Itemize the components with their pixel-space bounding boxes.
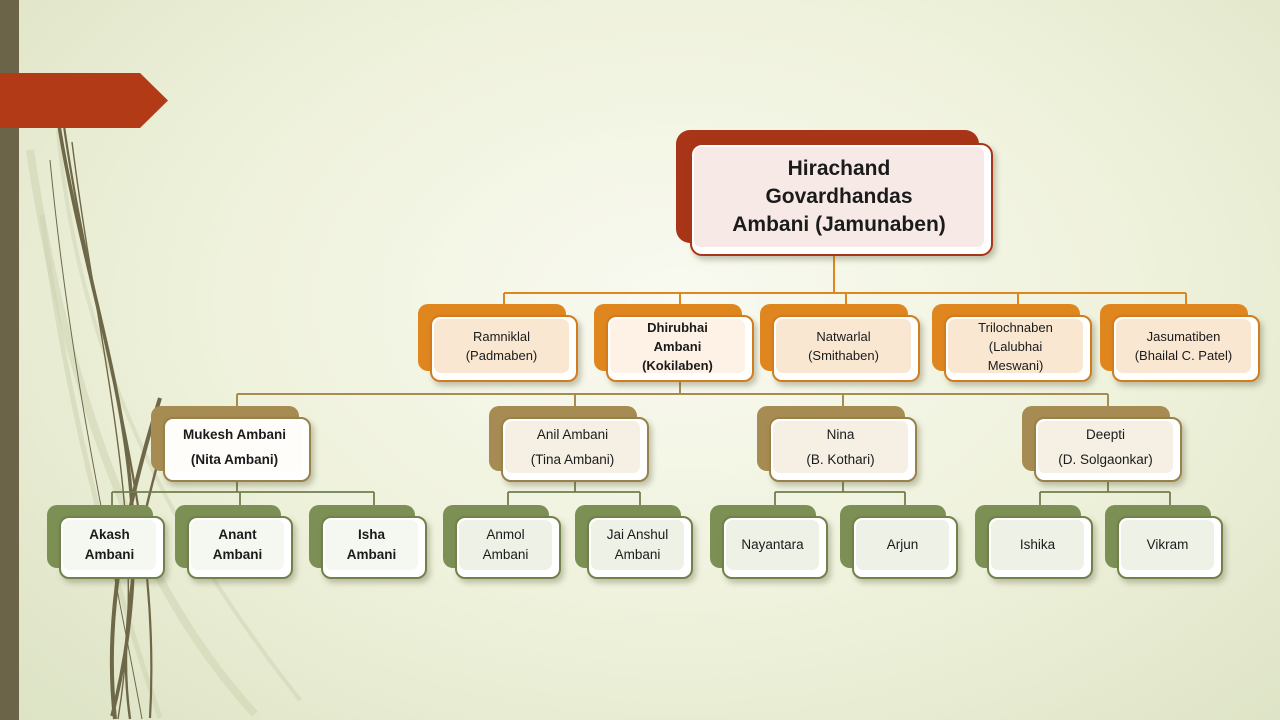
- org-node-deepti[interactable]: Deepti (D. Solgaonkar): [1022, 406, 1182, 482]
- connector-anil-children: [507, 482, 641, 506]
- node-label: Mukesh Ambani (Nita Ambani): [182, 427, 287, 467]
- org-node-akash[interactable]: Akash Ambani: [47, 505, 165, 579]
- org-node-hirachand[interactable]: Hirachand Govardhandas Ambani (Jamunaben…: [676, 130, 993, 256]
- org-node-natwarlal[interactable]: Natwarlal (Smithaben): [760, 304, 920, 382]
- org-node-nayantara[interactable]: Nayantara: [710, 505, 828, 579]
- node-label: Dhirubhai Ambani (Kokilaben): [642, 319, 713, 373]
- node-label: Trilochnaben (Lalubhai Meswani): [978, 319, 1053, 373]
- node-label: Vikram: [1146, 537, 1189, 552]
- node-label: Nayantara: [741, 537, 804, 552]
- node-label: Anant Ambani: [212, 527, 263, 562]
- org-node-anil[interactable]: Anil Ambani (Tina Ambani): [489, 406, 649, 482]
- org-node-arjun[interactable]: Arjun: [840, 505, 958, 579]
- org-node-vikram[interactable]: Vikram: [1105, 505, 1223, 579]
- connector-mukesh-children: [111, 482, 375, 506]
- org-node-ishika[interactable]: Ishika: [975, 505, 1093, 579]
- node-label: Jai Anshul Ambani: [606, 527, 669, 562]
- org-node-trilochnaben[interactable]: Trilochnaben (Lalubhai Meswani): [932, 304, 1092, 382]
- org-node-mukesh[interactable]: Mukesh Ambani (Nita Ambani): [151, 406, 311, 482]
- node-label: Anil Ambani (Tina Ambani): [530, 427, 615, 467]
- sidebar-accent-bar: [0, 0, 19, 720]
- org-node-dhirubhai[interactable]: Dhirubhai Ambani (Kokilaben): [594, 304, 754, 382]
- node-label: Jasumatiben (Bhailal C. Patel): [1134, 329, 1233, 363]
- node-label: Arjun: [886, 537, 919, 552]
- org-node-jai-anshul[interactable]: Jai Anshul Ambani: [575, 505, 693, 579]
- node-label: Ishika: [1019, 537, 1056, 552]
- arrow-banner: [0, 73, 168, 128]
- node-label: Akash Ambani: [84, 527, 135, 562]
- node-label: Natwarlal (Smithaben): [808, 329, 879, 363]
- node-label: Anmol Ambani: [482, 527, 529, 562]
- node-label: Hirachand Govardhandas Ambani (Jamunaben…: [732, 157, 946, 236]
- org-node-isha[interactable]: Isha Ambani: [309, 505, 427, 579]
- org-node-nina[interactable]: Nina (B. Kothari): [757, 406, 917, 482]
- node-label: Isha Ambani: [346, 527, 397, 562]
- org-node-ramniklal[interactable]: Ramniklal (Padmaben): [418, 304, 578, 382]
- node-label: Nina (B. Kothari): [806, 427, 875, 467]
- connector-gen2-to-gen3: [236, 382, 1109, 406]
- node-label: Ramniklal (Padmaben): [465, 329, 538, 363]
- org-node-jasumatiben[interactable]: Jasumatiben (Bhailal C. Patel): [1100, 304, 1260, 382]
- connector-root-to-gen2: [503, 256, 1187, 306]
- connector-nina-children: [774, 482, 906, 506]
- node-label: Deepti (D. Solgaonkar): [1058, 427, 1153, 467]
- connector-deepti-children: [1039, 482, 1171, 506]
- org-node-anant[interactable]: Anant Ambani: [175, 505, 293, 579]
- org-node-anmol[interactable]: Anmol Ambani: [443, 505, 561, 579]
